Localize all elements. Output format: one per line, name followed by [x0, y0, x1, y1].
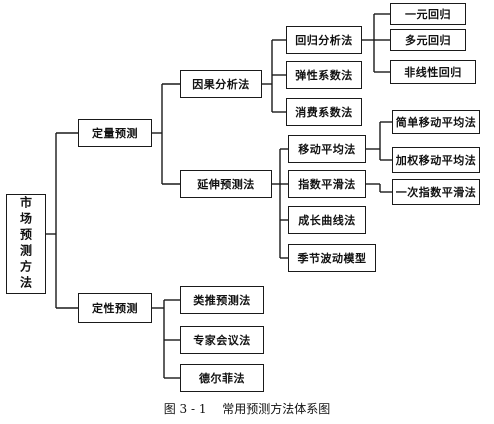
extension-node: 延伸预测法: [180, 170, 272, 198]
root-node: 市场预测方法: [6, 194, 46, 294]
nonlinear-node: 非线性回归: [390, 60, 476, 84]
expert-node: 专家会议法: [180, 326, 264, 354]
growth-curve-node: 成长曲线法: [288, 206, 366, 234]
moving-avg-node: 移动平均法: [288, 135, 366, 163]
weighted-ma-node: 加权移动平均法: [392, 147, 480, 173]
elasticity-node: 弹性系数法: [286, 61, 362, 89]
simple-ma-node: 简单移动平均法: [392, 110, 480, 134]
figure-number: 图 3 - 1: [163, 402, 207, 416]
simple-linear-node: 一元回归: [390, 3, 466, 25]
delphi-node: 德尔菲法: [180, 364, 264, 392]
single-exp-node: 一次指数平滑法: [392, 179, 480, 205]
regression-node: 回归分析法: [286, 26, 362, 54]
exp-smoothing-node: 指数平滑法: [288, 170, 366, 198]
quantitative-node: 定量预测: [78, 119, 152, 147]
consumption-node: 消费系数法: [286, 98, 362, 126]
causal-node: 因果分析法: [180, 70, 262, 98]
qualitative-node: 定性预测: [78, 293, 152, 323]
figure-caption: 图 3 - 1 常用预测方法体系图: [0, 400, 494, 417]
analogy-node: 类推预测法: [180, 286, 264, 314]
figure-title: 常用预测方法体系图: [222, 402, 331, 416]
seasonal-node: 季节波动模型: [288, 244, 376, 272]
multiple-node: 多元回归: [390, 29, 466, 51]
